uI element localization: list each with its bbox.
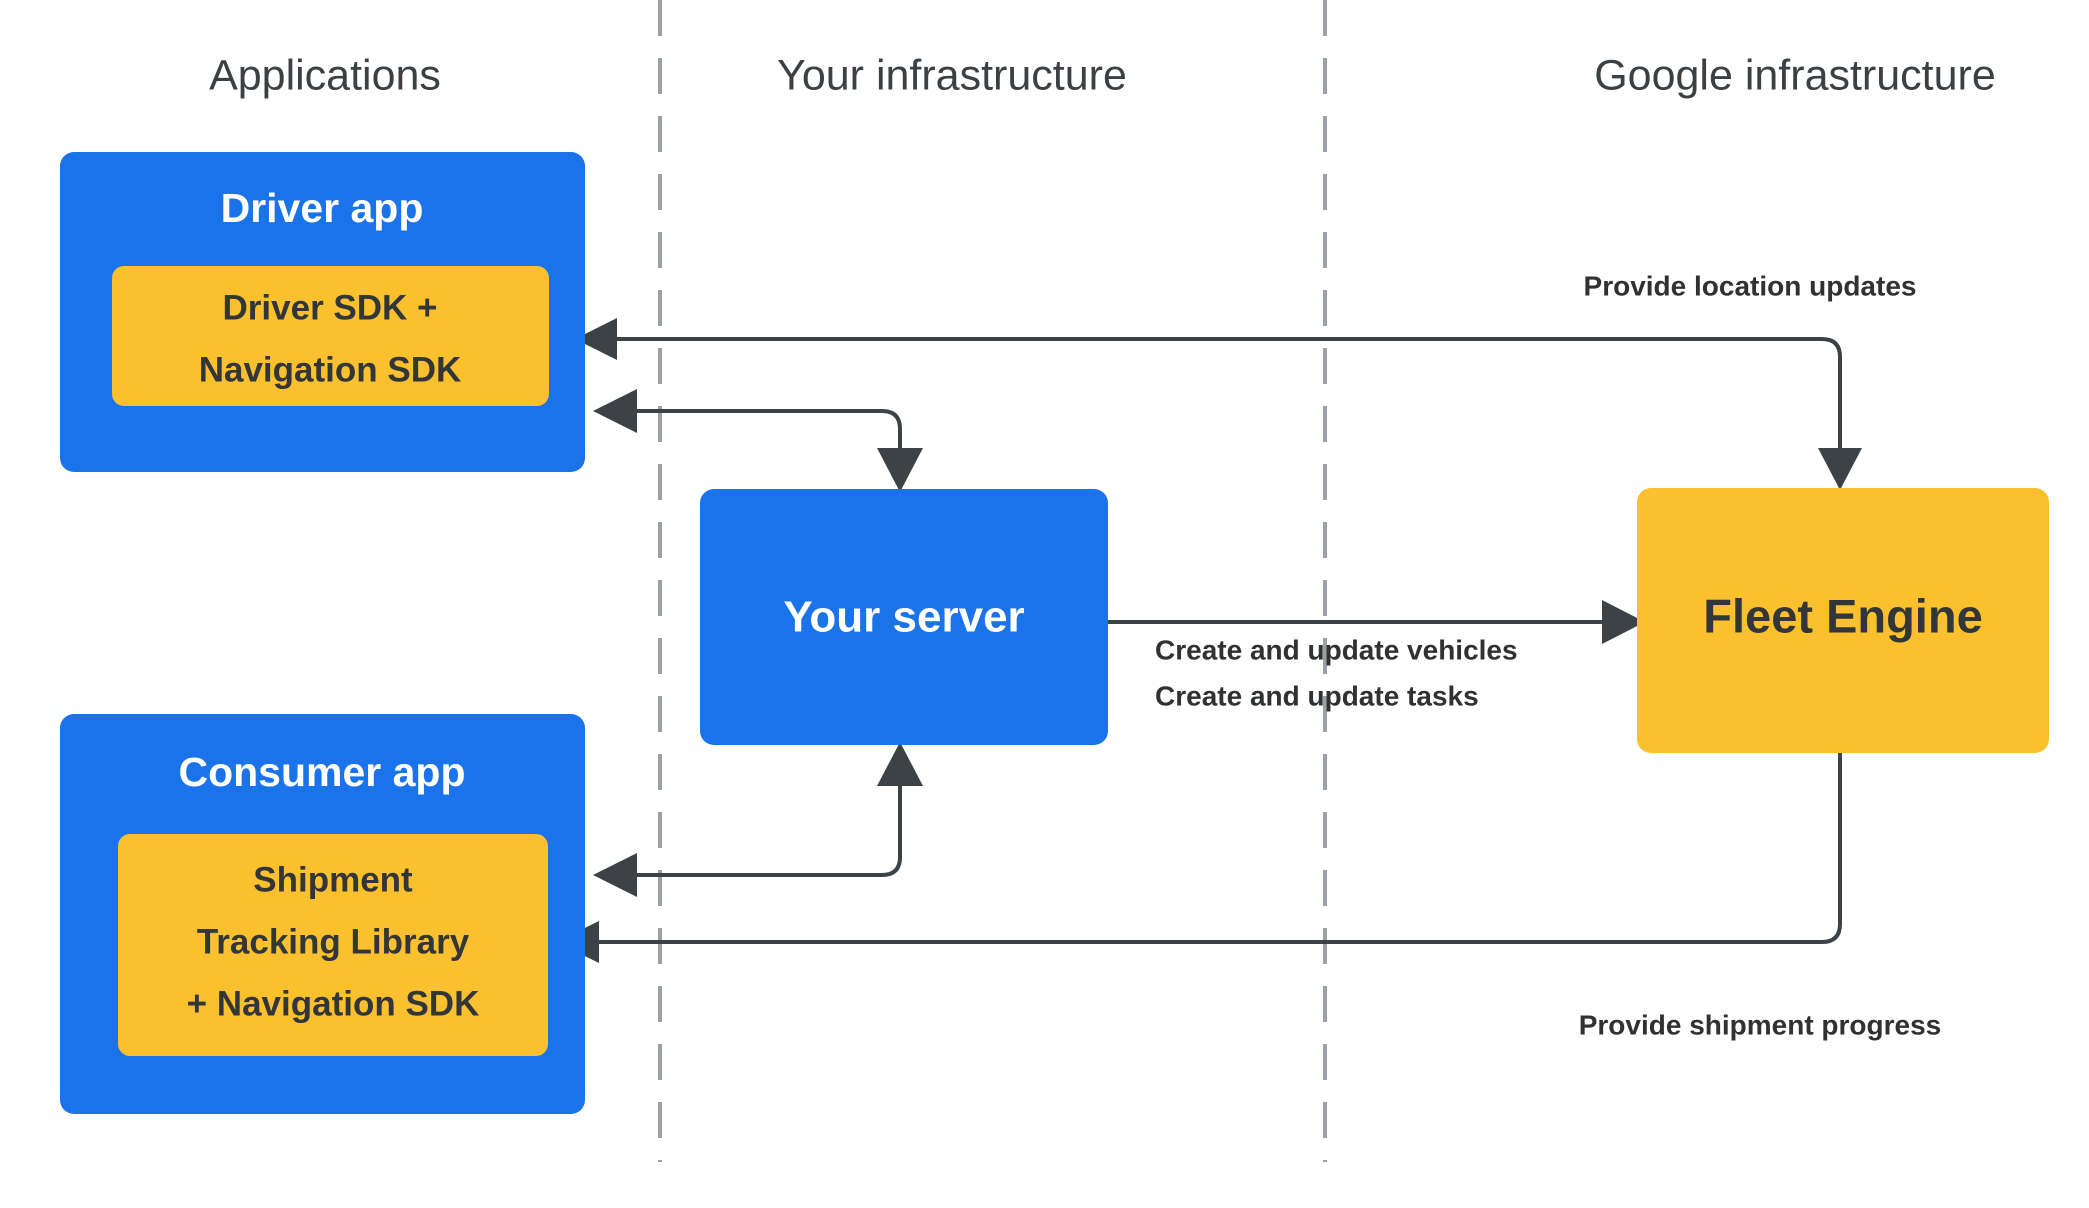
- edge-label-create-tasks: Create and update tasks: [1155, 680, 1479, 711]
- shipment-tracking-card[interactable]: [118, 834, 548, 1056]
- arrow-head-to-fleet-engine-top: [1818, 448, 1862, 490]
- node-fleet-engine[interactable]: Fleet Engine: [1637, 488, 2049, 753]
- edge-server-driver-app: [593, 389, 923, 492]
- arrow-head-to-consumer-app: [593, 853, 637, 897]
- edge-location-updates: [575, 318, 1862, 490]
- arrow-head-to-your-server-top: [877, 448, 923, 492]
- driver-app-title: Driver app: [221, 185, 424, 231]
- column-header-your-infrastructure: Your infrastructure: [777, 51, 1127, 99]
- shipment-tracking-label-line3: + Navigation SDK: [187, 984, 480, 1023]
- edge-label-create-vehicles: Create and update vehicles: [1155, 634, 1518, 665]
- node-consumer-app[interactable]: Consumer app Shipment Tracking Library +…: [60, 714, 585, 1114]
- edge-server-consumer-app: [593, 742, 923, 897]
- arrow-head-to-driver-sdk: [575, 318, 617, 360]
- edge-label-location-updates: Provide location updates: [1584, 270, 1917, 301]
- fleet-engine-title: Fleet Engine: [1703, 589, 1982, 642]
- driver-sdk-label-line2: Navigation SDK: [199, 350, 462, 389]
- column-header-applications: Applications: [209, 51, 441, 99]
- edge-create-update: [1108, 600, 1645, 644]
- arrow-head-to-your-server-bottom: [877, 742, 923, 786]
- node-driver-app[interactable]: Driver app Driver SDK + Navigation SDK: [60, 152, 585, 472]
- fleet-engine-card[interactable]: [1637, 488, 2049, 753]
- column-header-google-infrastructure: Google infrastructure: [1594, 51, 1996, 99]
- your-server-card[interactable]: [700, 489, 1108, 745]
- shipment-tracking-label-line2: Tracking Library: [197, 922, 470, 961]
- driver-sdk-card[interactable]: [112, 266, 549, 406]
- node-your-server[interactable]: Your server: [700, 489, 1108, 745]
- consumer-app-title: Consumer app: [178, 749, 465, 795]
- edge-label-shipment-progress: Provide shipment progress: [1579, 1009, 1942, 1040]
- your-server-title: Your server: [783, 593, 1024, 642]
- arrow-head-to-fleet-engine-left: [1602, 600, 1645, 644]
- arrow-head-to-driver-app: [593, 389, 637, 433]
- shipment-tracking-label-line1: Shipment: [253, 860, 413, 899]
- driver-sdk-label-line1: Driver SDK +: [223, 288, 438, 327]
- edge-shipment-progress: [556, 752, 1842, 963]
